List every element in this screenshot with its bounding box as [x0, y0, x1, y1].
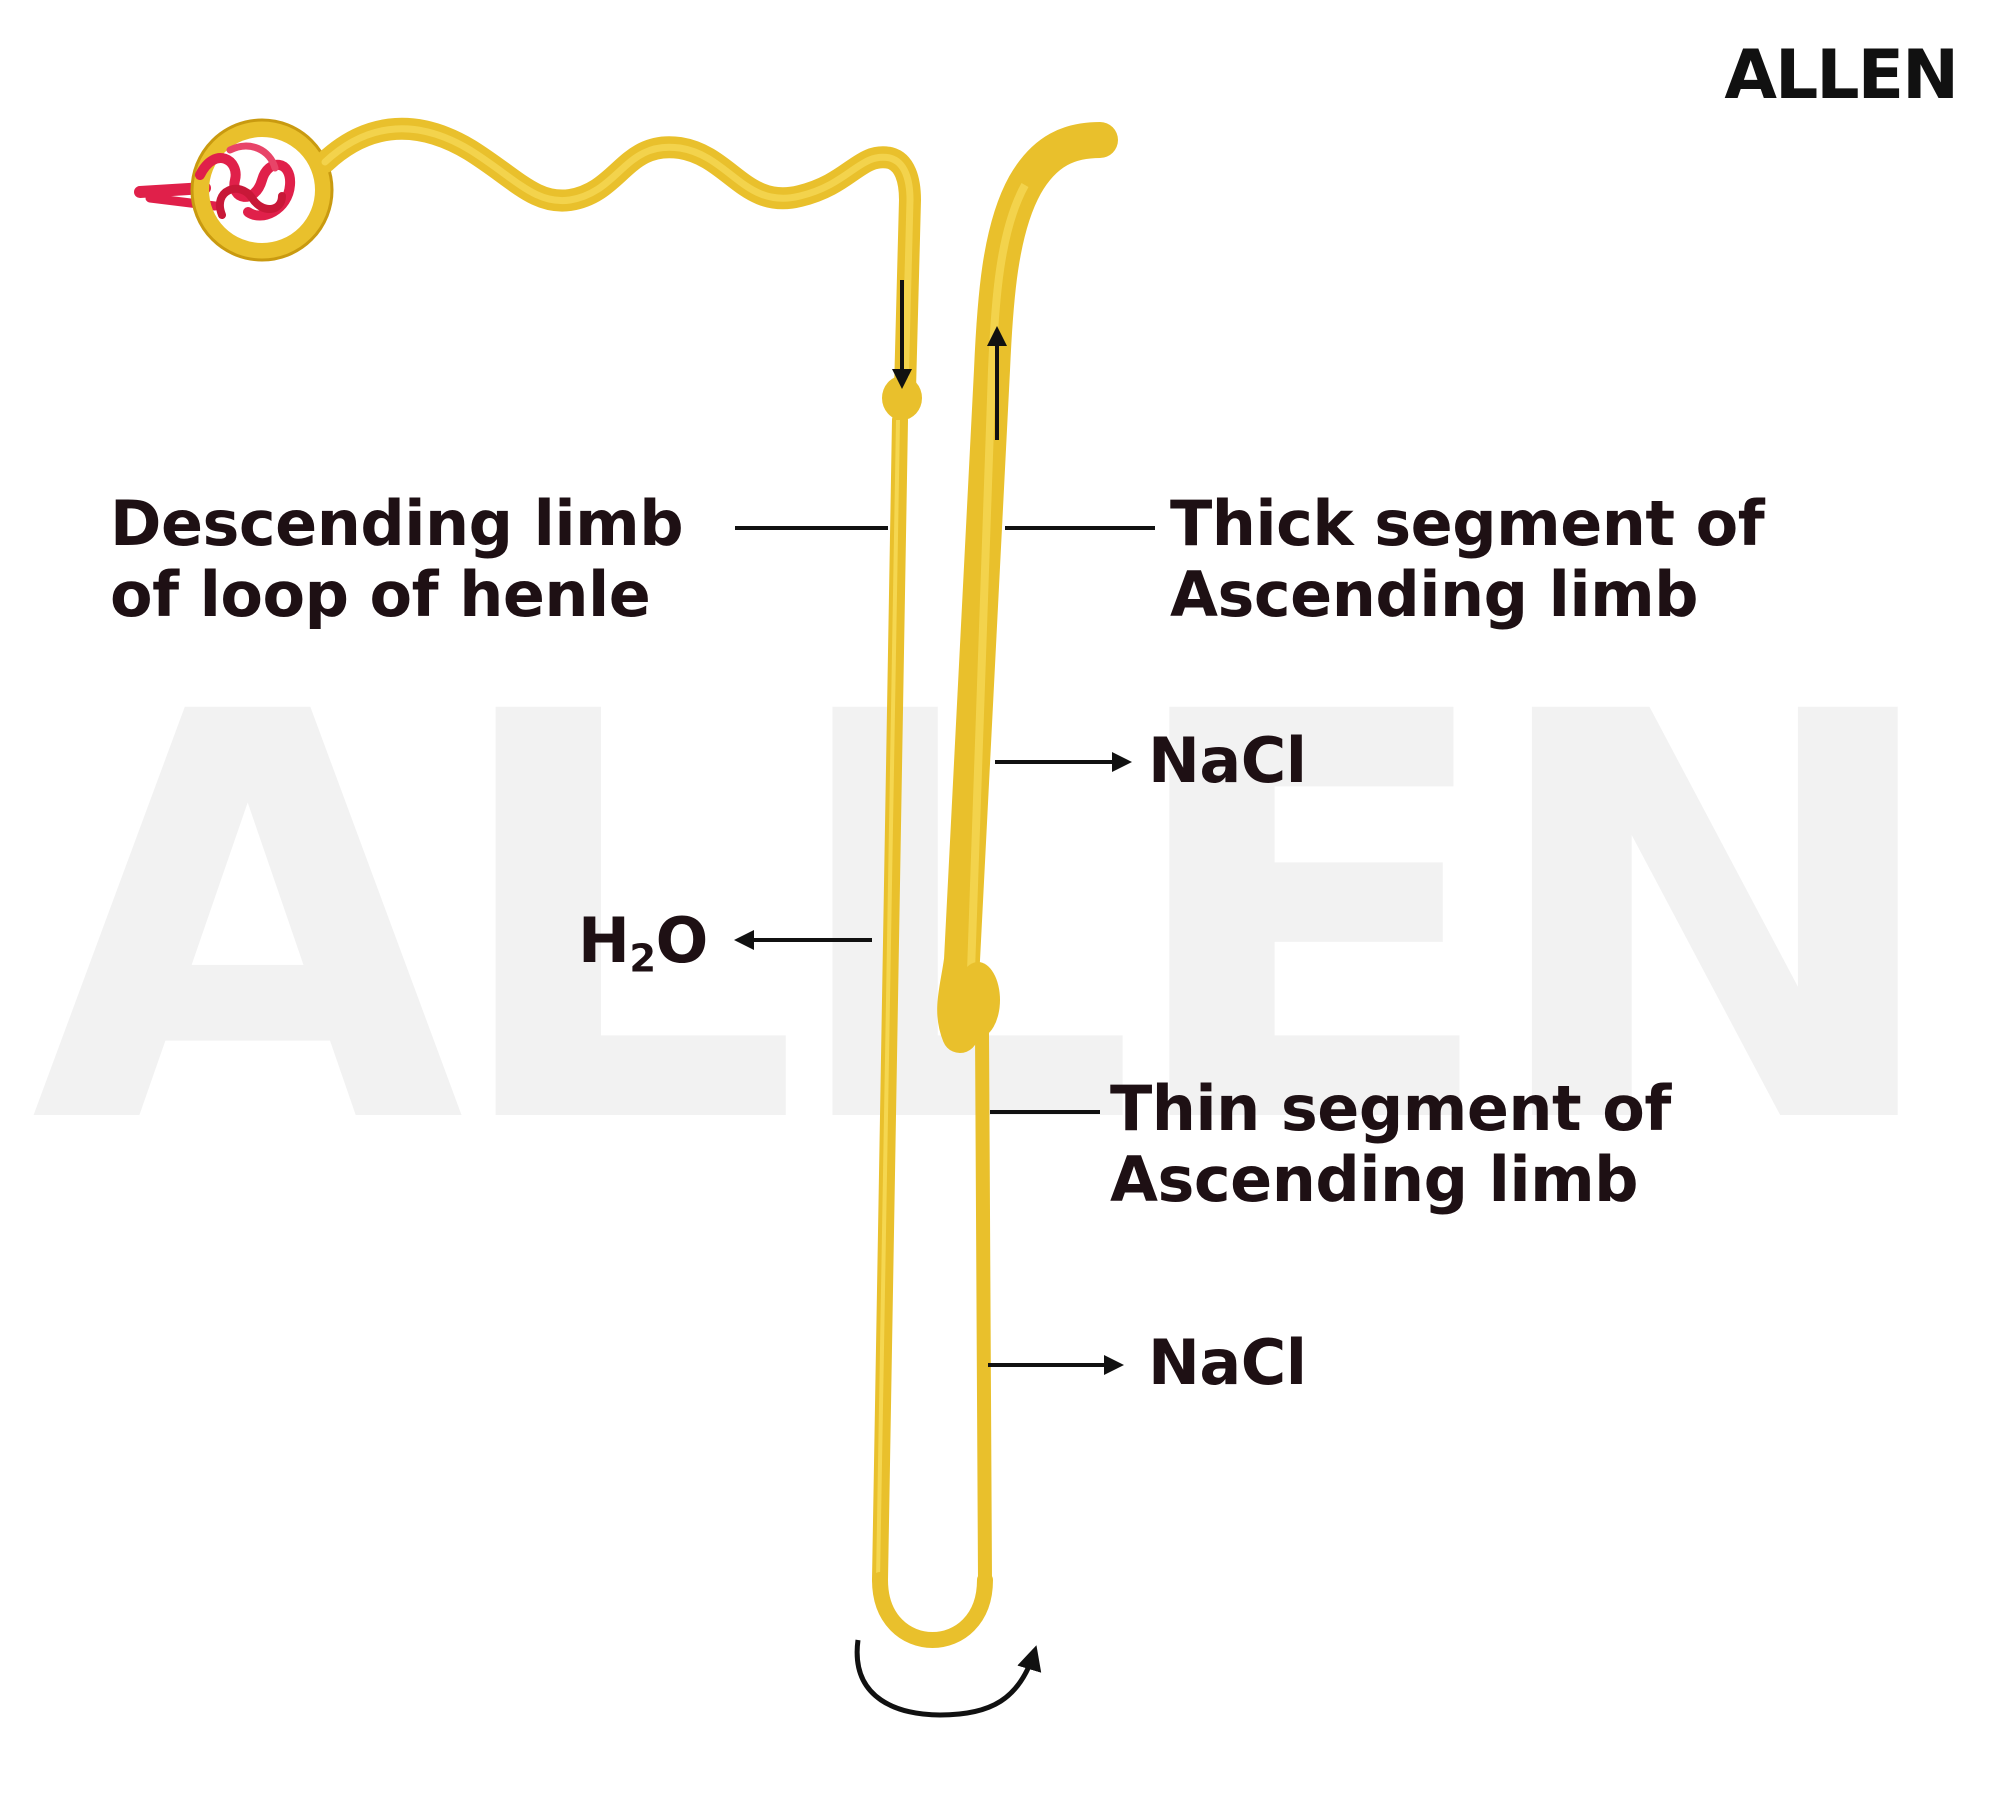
thin-ascending-limb [975, 1023, 992, 1587]
label-thick-line2: Ascending limb [1170, 558, 1699, 632]
label-nacl-upper: NaCl [1148, 724, 1307, 797]
label-descending-limb: Descending limb of loop of henle [110, 487, 684, 632]
label-water: H2O [578, 905, 708, 982]
glomerulus [134, 118, 334, 262]
loop-bottom [872, 1572, 993, 1648]
curved-arrow-icon [854, 1639, 1042, 1718]
label-thin-line2: Ascending limb [1110, 1143, 1639, 1217]
label-nacl-lower: NaCl [1148, 1326, 1307, 1399]
allen-logo: ALLEN [1724, 36, 1959, 115]
label-thin-line1: Thin segment of [1110, 1072, 1671, 1145]
label-thick-line1: Thick segment of [1170, 487, 1765, 560]
proximal-tubule [314, 117, 922, 401]
water-sub: 2 [629, 936, 656, 982]
label-thick-segment: Thick segment of Ascending limb [1170, 487, 1765, 632]
label-descending-line2: of loop of henle [110, 558, 651, 632]
water-h: H [578, 904, 630, 977]
label-thin-segment: Thin segment of Ascending limb [1110, 1073, 1671, 1216]
label-descending-line1: Descending limb [110, 487, 684, 560]
thick-ascending-limb [937, 122, 1118, 1053]
water-o: O [655, 904, 709, 977]
